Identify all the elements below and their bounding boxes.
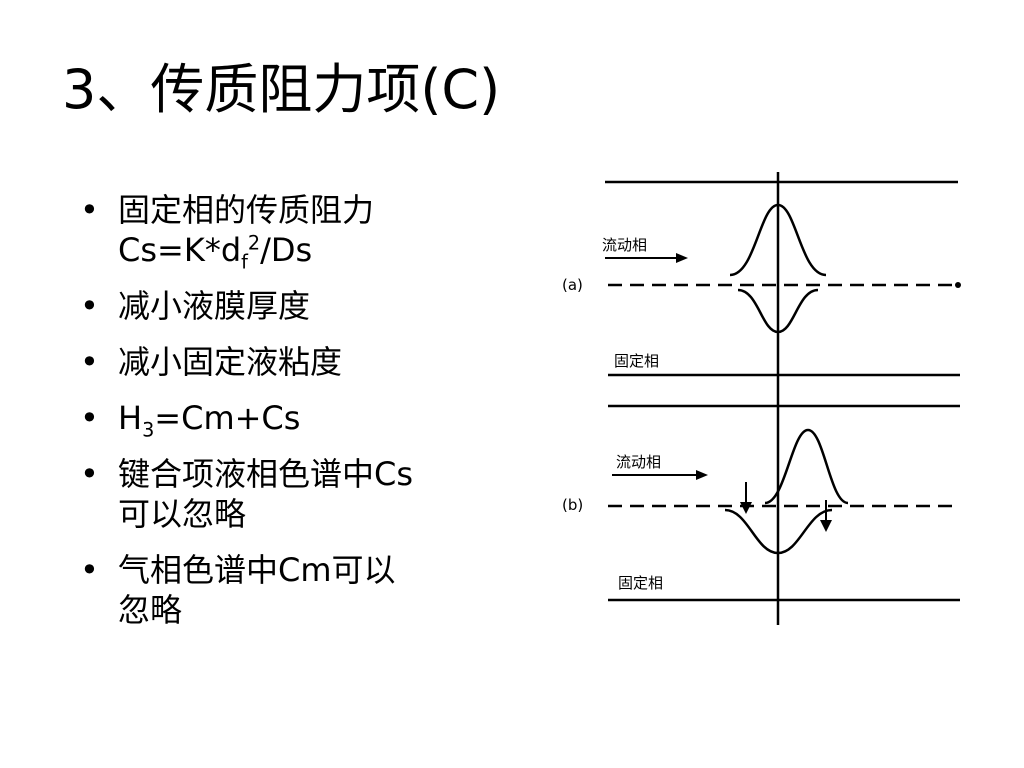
formula-suffix: =Cm+Cs <box>154 399 301 437</box>
bullet-text: 键合项液相色谱中Cs <box>118 455 414 493</box>
formula-prefix: Cs=K*d <box>118 231 242 269</box>
mass-transfer-diagram: (a) 流动相 固定相 (b) 流动相 固定相 <box>562 172 961 625</box>
slide-title: 3、传质阻力项(C) <box>62 58 501 121</box>
h3-formula: H3=Cm+Cs <box>118 398 498 442</box>
panel-b-arrowhead <box>696 470 708 480</box>
bullet-text: 忽略 <box>118 591 183 629</box>
panel-a-mobile-phase-peak <box>729 203 827 277</box>
bullet-bonded-phase-lc: • 键合项液相色谱中Cs 可以忽略 <box>78 454 498 534</box>
panel-a-stationary-phase-peak <box>737 288 819 334</box>
panel-b-label: (b) <box>562 496 583 514</box>
bullet-reduce-film-thickness: • 减小液膜厚度 <box>78 286 498 326</box>
panel-a-label: (a) <box>562 276 583 294</box>
bullet-text: 固定相的传质阻力 <box>118 191 375 229</box>
formula-suffix: /Ds <box>260 231 313 269</box>
bullet-text: 气相色谱中Cm可以 <box>118 551 396 589</box>
panel-b-left-marker-arrowhead <box>740 502 752 514</box>
panel-b-right-marker-arrowhead <box>820 520 832 532</box>
bullet-h3-formula: • H3=Cm+Cs <box>78 398 498 442</box>
bullet-gas-chromatography: • 气相色谱中Cm可以 忽略 <box>78 550 498 630</box>
bullet-marker: • <box>80 191 99 229</box>
bullet-marker: • <box>80 287 99 325</box>
panel-b-mobile-phase-peak <box>764 428 849 505</box>
bullet-text: 减小固定液粘度 <box>118 343 343 381</box>
bullet-text: 可以忽略 <box>118 495 247 533</box>
formula-subscript: 3 <box>142 418 155 442</box>
bullet-marker: • <box>80 551 99 589</box>
formula-superscript: 2 <box>247 231 261 255</box>
panel-a-mobile-phase-label: 流动相 <box>602 236 647 254</box>
bullet-marker: • <box>80 455 99 493</box>
bullet-text: 减小液膜厚度 <box>118 287 311 325</box>
formula-subscript: f <box>241 250 248 274</box>
cs-formula: Cs=K*df2/Ds <box>118 230 498 274</box>
bullet-reduce-viscosity: • 减小固定液粘度 <box>78 342 498 382</box>
bullet-marker: • <box>80 343 99 381</box>
panel-b-stationary-phase-label: 固定相 <box>618 574 663 592</box>
bullet-list: • 固定相的传质阻力 Cs=K*df2/Ds • 减小液膜厚度 • 减小固定液粘… <box>78 190 498 646</box>
panel-a-dashed-line-end-dot <box>955 282 961 288</box>
panel-b-mobile-phase-label: 流动相 <box>616 453 661 471</box>
panel-a-arrowhead <box>676 253 688 263</box>
panel-a-stationary-phase-label: 固定相 <box>614 352 659 370</box>
bullet-marker: • <box>80 399 99 437</box>
panel-b-stationary-phase-peak <box>724 508 833 555</box>
formula-prefix: H <box>118 399 143 437</box>
bullet-stationary-phase-resistance: • 固定相的传质阻力 Cs=K*df2/Ds <box>78 190 498 274</box>
